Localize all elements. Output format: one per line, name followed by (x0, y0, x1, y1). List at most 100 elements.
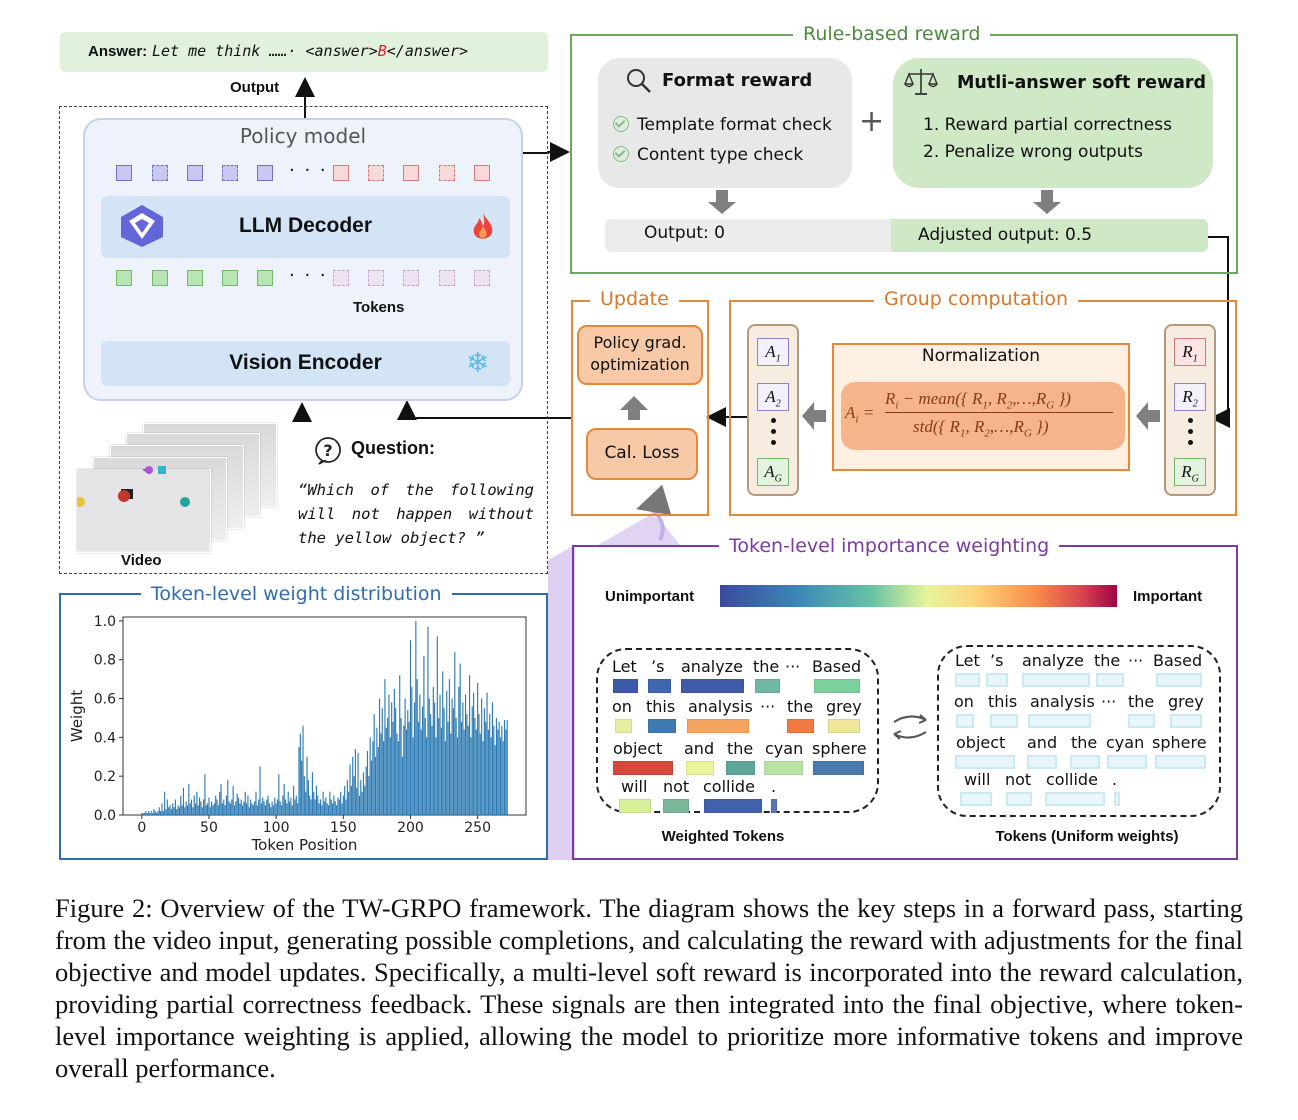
bar (478, 714, 480, 815)
bar (353, 776, 355, 815)
adjusted-output: Adjusted output: 0.5 (918, 225, 1093, 245)
bar (350, 785, 352, 815)
format-item-1: Template format check (613, 115, 832, 135)
output-token (368, 165, 384, 181)
bar (366, 750, 369, 815)
uniform-word: ··· (1128, 651, 1144, 670)
bar (362, 772, 365, 815)
output-token (187, 165, 203, 181)
y-tick-label: 0.2 (94, 769, 116, 785)
bar (309, 795, 311, 815)
bar (243, 801, 245, 815)
bar (143, 813, 146, 815)
bar (231, 799, 233, 815)
bar (215, 795, 217, 815)
weighted-token-bar (663, 799, 689, 813)
answer-text: Answer: Let me think ……· <answer>B</answ… (88, 42, 468, 60)
bar (417, 721, 420, 815)
bar (173, 807, 175, 815)
bar (150, 811, 152, 815)
bar (337, 797, 339, 815)
weighted-word: grey (826, 697, 862, 716)
bar (423, 655, 425, 815)
bar (209, 807, 211, 815)
input-token (187, 270, 203, 286)
bar (207, 803, 209, 815)
output-token (116, 165, 132, 181)
bar (266, 799, 268, 815)
soft-item-2: 2. Penalize wrong outputs (923, 142, 1143, 162)
input-token (474, 270, 490, 286)
bar (293, 785, 295, 815)
output-token (152, 165, 168, 181)
bar (388, 694, 390, 815)
bar (326, 803, 328, 815)
bar (149, 813, 151, 815)
bar (246, 803, 248, 815)
weighted-word: cyan (765, 739, 804, 758)
x-axis-label: Token Position (251, 836, 358, 854)
bar (291, 805, 293, 815)
bar (180, 795, 182, 815)
bar (331, 803, 334, 815)
input-token (403, 270, 419, 286)
bar (451, 698, 453, 815)
uniform-token-bar (1022, 673, 1090, 687)
video-frame-front (77, 469, 209, 551)
bar (172, 803, 174, 815)
x-tick-label: 250 (464, 820, 491, 836)
bar (373, 714, 375, 815)
bar (494, 745, 496, 815)
video-label: Video (121, 552, 162, 569)
bar (400, 717, 402, 815)
bar (319, 799, 322, 815)
weighted-token-bar (615, 719, 632, 733)
bar (439, 694, 441, 815)
bar (497, 729, 499, 815)
bar (156, 813, 158, 815)
vertical-dot (1188, 429, 1193, 434)
bar (263, 801, 265, 815)
bar (196, 791, 198, 815)
bar (228, 801, 230, 815)
check-icon (613, 116, 629, 132)
bar (157, 811, 159, 815)
bar (427, 626, 429, 815)
bar (208, 797, 210, 815)
figure-caption: Figure 2: Overview of the TW-GRPO framew… (55, 893, 1243, 1083)
bar (295, 795, 297, 815)
weighted-token-bar (755, 679, 780, 693)
bar (147, 811, 150, 815)
token-ellipsis: · · · (289, 265, 328, 286)
input-token (257, 270, 273, 286)
bar (474, 717, 476, 815)
bar (464, 694, 467, 815)
bar (467, 725, 469, 815)
weighted-token-bar (648, 679, 671, 693)
bar (299, 733, 301, 815)
input-token (116, 270, 132, 286)
uniform-word: Based (1153, 651, 1203, 670)
uniform-word: object (956, 733, 1006, 752)
weighted-word: the (727, 739, 754, 758)
snowflake-icon: ❄ (466, 346, 490, 379)
bar (252, 805, 254, 815)
bar (415, 620, 417, 815)
bar (412, 737, 414, 815)
uniform-word: this (988, 692, 1018, 711)
formula-box (841, 382, 1125, 450)
scale-icon (903, 66, 939, 102)
bar (360, 780, 362, 815)
uniform-token-bar (1128, 714, 1155, 728)
bar (443, 708, 445, 815)
bar (211, 801, 213, 815)
policy-opt-label: Policy grad. optimization (590, 333, 690, 374)
input-token (333, 270, 349, 286)
bar (336, 805, 338, 815)
bar (251, 803, 253, 815)
weighted-token-bar (704, 799, 762, 813)
bar (344, 785, 346, 815)
weighted-token-bar (813, 761, 864, 775)
answer-bar (60, 32, 548, 72)
uniform-token-bar (1170, 714, 1202, 728)
